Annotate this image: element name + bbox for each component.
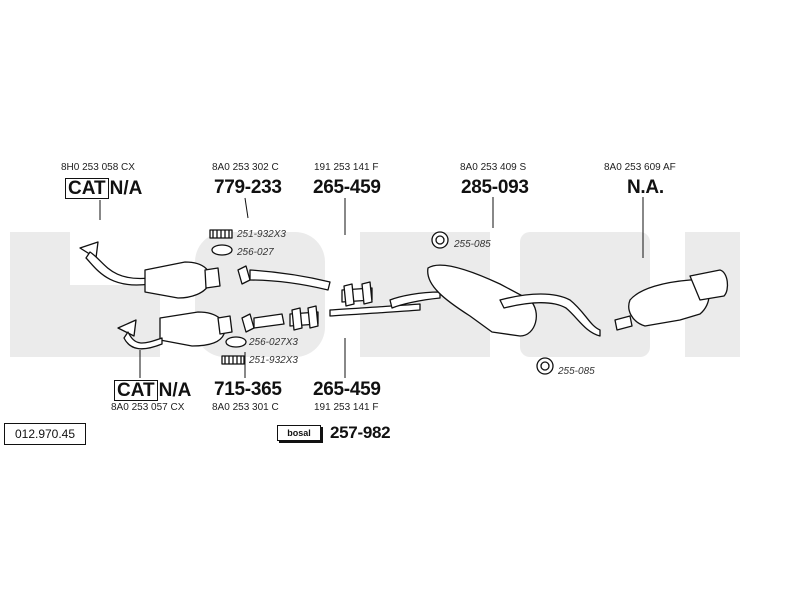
cat-bottom-na: N/A bbox=[158, 380, 192, 401]
intermediate-piece-top bbox=[341, 281, 373, 307]
gasket-top-ref: 256-027 bbox=[237, 247, 274, 258]
catalytic-converter-bottom bbox=[117, 311, 233, 350]
hanger-bottom-ref: 255-085 bbox=[558, 366, 595, 377]
catalytic-converter-top bbox=[79, 241, 221, 299]
clamp-bottom-icon bbox=[221, 355, 245, 365]
cat-bottom-badge: CAT bbox=[114, 380, 158, 401]
hanger-top-icon bbox=[431, 231, 449, 249]
leader-lines bbox=[99, 197, 644, 378]
centre-box-code: 285-093 bbox=[461, 177, 529, 198]
front-pipe-top bbox=[237, 265, 331, 291]
hanger-bottom-icon bbox=[536, 357, 554, 375]
cat-top-na: N/A bbox=[109, 178, 143, 199]
front-pipe-top-code: 779-233 bbox=[214, 177, 282, 198]
rear-box-part-no: 8A0 253 609 AF bbox=[604, 162, 676, 173]
mount-kit-badge: bosal bbox=[277, 425, 321, 441]
cat-top-part-no: 8H0 253 058 CX bbox=[61, 162, 135, 173]
inter-top-part-no: 191 253 141 F bbox=[314, 162, 379, 173]
hanger-top-ref: 255-085 bbox=[454, 239, 491, 250]
cat-bottom-part-no: 8A0 253 057 CX bbox=[111, 402, 185, 413]
intermediate-piece-bottom bbox=[289, 305, 319, 331]
rear-box-code: N.A. bbox=[627, 177, 664, 198]
front-pipe-bottom-code: 715-365 bbox=[214, 379, 282, 400]
inter-bottom-code: 265-459 bbox=[313, 379, 381, 400]
gasket-bottom-ref: 256-027X3 bbox=[249, 337, 298, 348]
front-pipe-bottom bbox=[241, 313, 285, 333]
mount-kit-code: 257-982 bbox=[330, 423, 391, 442]
bosal-watermark bbox=[10, 232, 740, 357]
inter-bottom-part-no: 191 253 141 F bbox=[314, 402, 379, 413]
front-pipe-bottom-part-no: 8A0 253 301 C bbox=[212, 402, 279, 413]
diagram-code: 012.970.45 bbox=[4, 423, 86, 445]
gasket-bottom-icon bbox=[225, 336, 247, 348]
front-pipe-top-part-no: 8A0 253 302 C bbox=[212, 162, 279, 173]
clamp-bottom-ref: 251-932X3 bbox=[249, 355, 298, 366]
centre-silencer bbox=[329, 264, 601, 337]
rear-silencer bbox=[614, 269, 729, 331]
inter-top-code: 265-459 bbox=[313, 177, 381, 198]
cat-top-badge: CAT bbox=[65, 178, 109, 199]
clamp-top-ref: 251-932X3 bbox=[237, 229, 286, 240]
gasket-top-icon bbox=[211, 244, 233, 256]
clamp-top-icon bbox=[209, 229, 233, 239]
centre-box-part-no: 8A0 253 409 S bbox=[460, 162, 527, 173]
